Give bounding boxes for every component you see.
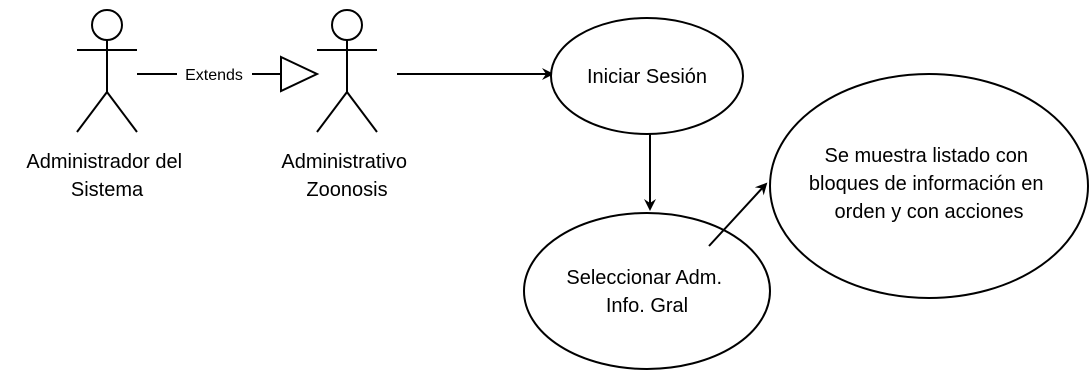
use-case-label-line: Seleccionar Adm.	[566, 267, 722, 289]
actor-label: Administrador del Sistema	[26, 151, 187, 201]
stick-figure-icon	[76, 9, 138, 133]
actor-label-line: Sistema	[71, 179, 144, 201]
use-case-label-line: Info. Gral	[606, 295, 688, 317]
use-case-label-line: orden y con acciones	[834, 201, 1023, 223]
use-case-listado-informacion[interactable]: Se muestra listado con bloques de inform…	[769, 73, 1089, 299]
use-case-label-line: Iniciar Sesión	[587, 66, 707, 88]
use-case-label-line: Se muestra listado con	[825, 145, 1028, 167]
use-case-label: Seleccionar Adm. Info. Gral	[566, 267, 727, 317]
use-case-ellipse	[550, 17, 744, 135]
actor-administrativo-zoonosis[interactable]: Administrativo Zoonosis	[281, 9, 412, 201]
edge-label: Extends	[185, 67, 243, 84]
use-case-seleccionar-adm-info-gral[interactable]: Seleccionar Adm. Info. Gral	[523, 212, 771, 370]
actor-administrador-del-sistema[interactable]: Administrador del Sistema	[26, 9, 187, 201]
actor-label-line: Administrador del	[26, 151, 182, 173]
actor-label: Administrativo Zoonosis	[281, 151, 412, 201]
use-case-label-line: bloques de información en	[809, 173, 1044, 195]
association-arrow[interactable]	[708, 182, 768, 247]
use-case-iniciar-sesion[interactable]: Iniciar Sesión	[550, 17, 744, 135]
stick-figure-icon	[316, 9, 378, 133]
hollow-triangle-arrow-icon	[280, 55, 320, 93]
actor-label-line: Zoonosis	[306, 179, 387, 201]
use-case-label: Se muestra listado con bloques de inform…	[809, 145, 1049, 223]
use-case-label: Iniciar Sesión	[587, 66, 707, 88]
extends-relation[interactable]: Extends	[137, 55, 320, 93]
use-case-ellipse	[523, 212, 771, 370]
actor-label-line: Administrativo	[281, 151, 407, 173]
use-case-ellipse	[769, 73, 1089, 299]
